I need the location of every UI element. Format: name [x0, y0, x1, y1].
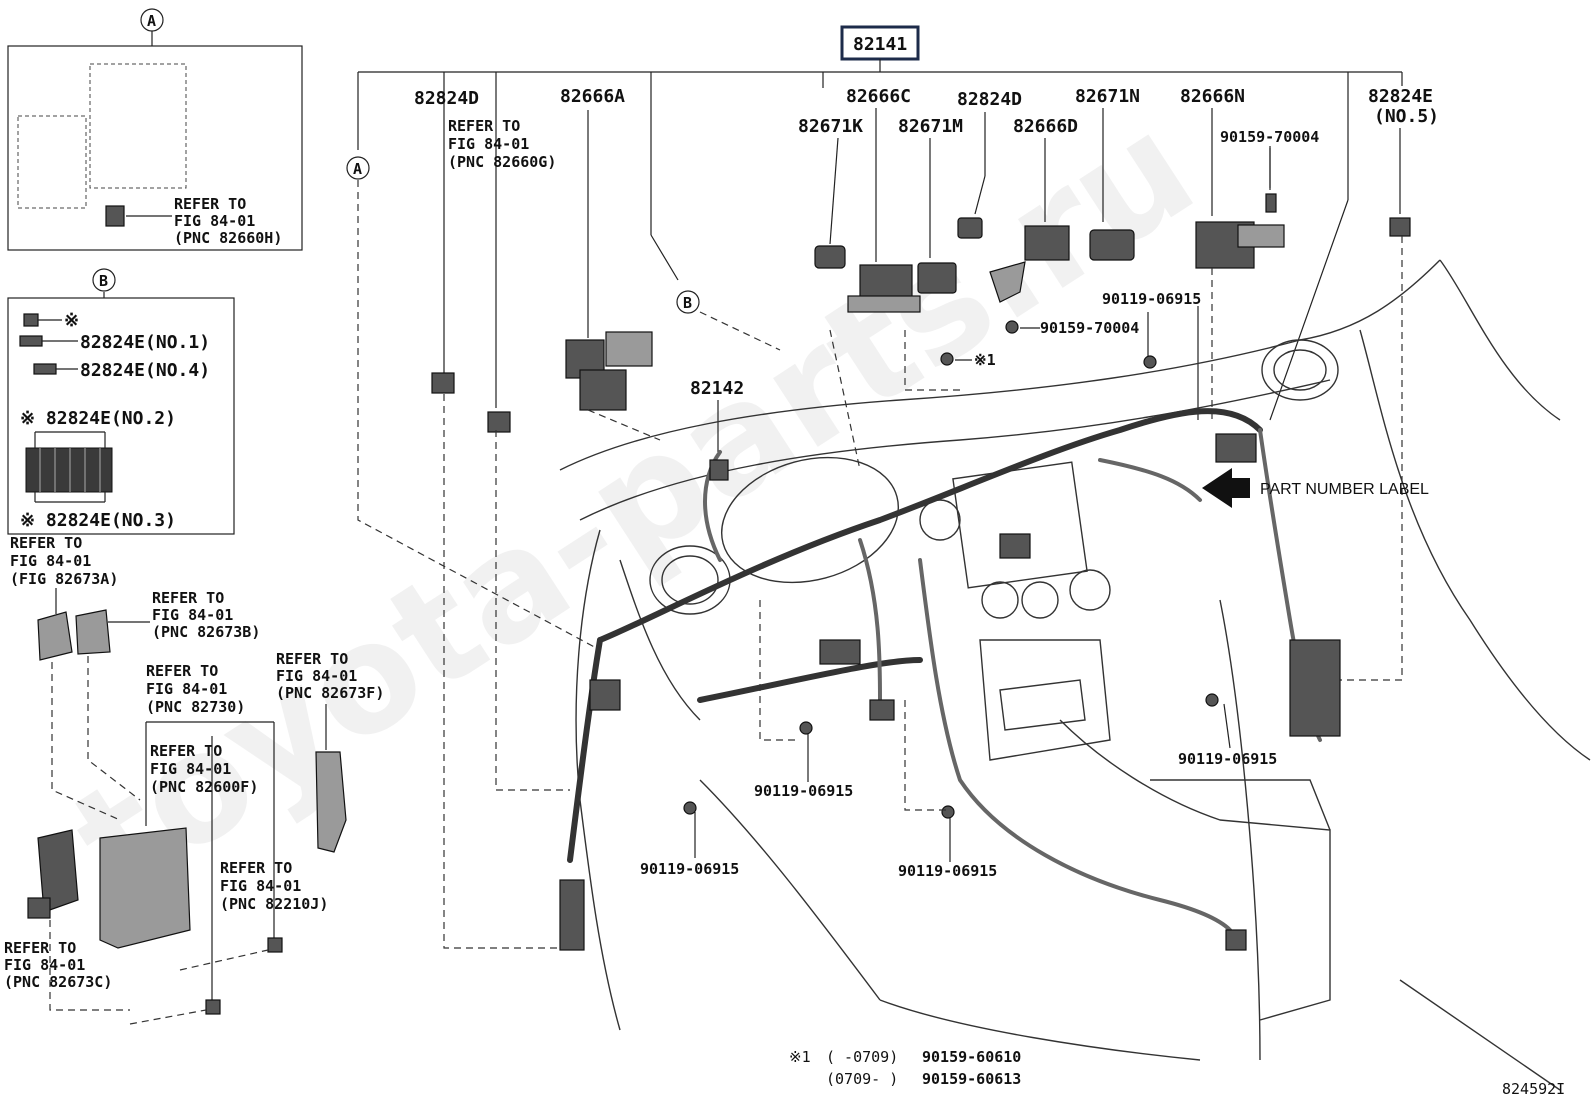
callout-82666d: 82666D: [1013, 116, 1078, 137]
svg-text:(PNC 82210J): (PNC 82210J): [220, 895, 328, 913]
main-part-bracket: [357, 25, 1403, 421]
figure-id: 824592I: [1502, 1080, 1565, 1098]
bolt-90119-06915-lower-left: 90119-06915: [640, 860, 739, 878]
svg-text:REFER TO: REFER TO: [220, 859, 292, 877]
left-side-refs: REFER TO FIG 84-01 (FIG 82673A) REFER TO…: [4, 534, 384, 1015]
part-number-label-arrow: [1202, 468, 1250, 508]
svg-text:(PNC 82730): (PNC 82730): [146, 698, 245, 716]
svg-text:FIG 84-01: FIG 84-01: [4, 956, 85, 974]
dashboard-body: [559, 259, 1591, 1091]
svg-text:REFER TO: REFER TO: [150, 742, 222, 760]
inset-a: A REFER TO FIG 84-01 (PNC 82660H): [7, 8, 303, 251]
bolt-90119-06915-center: 90119-06915: [754, 782, 853, 800]
callout-82142: 82142: [690, 378, 744, 399]
bolt-90119-06915-lower-center: 90119-06915: [898, 862, 997, 880]
svg-text:FIG 84-01: FIG 84-01: [174, 212, 255, 230]
top-connectors: [431, 193, 1411, 433]
part-number-label: PART NUMBER LABEL: [1260, 481, 1429, 498]
footnote-mark: ※1: [789, 1048, 811, 1066]
circle-label-b: B: [99, 272, 108, 290]
callout-82666n: 82666N: [1180, 86, 1245, 107]
svg-text:FIG 84-01: FIG 84-01: [448, 135, 529, 153]
svg-text:FIG 84-01: FIG 84-01: [10, 552, 91, 570]
callout-82666a: 82666A: [560, 86, 625, 107]
bolt-90159-70004-top: 90159-70004: [1220, 128, 1319, 146]
inset-b: B ※ 82824E(NO.1) 82824E(NO.4) ※ 82824E(N…: [7, 268, 235, 535]
svg-text:(PNC 82673C): (PNC 82673C): [4, 973, 112, 991]
svg-text:82824E(NO.4): 82824E(NO.4): [80, 360, 210, 381]
svg-text:(PNC 82673F): (PNC 82673F): [276, 684, 384, 702]
callout-82824e: 82824E: [1368, 86, 1433, 107]
svg-text:FIG 84-01: FIG 84-01: [146, 680, 227, 698]
callout-82671m: 82671M: [898, 116, 963, 137]
svg-text:REFER TO: REFER TO: [152, 589, 224, 607]
footnote-part-2: 90159-60613: [922, 1070, 1021, 1088]
callout-82824d-right: 82824D: [957, 89, 1022, 110]
footnote-range-2: (0709- ): [826, 1070, 898, 1088]
svg-text:(PNC 82600F): (PNC 82600F): [150, 778, 258, 796]
callout-82824d-left: 82824D: [414, 88, 479, 109]
svg-text:※ 82824E(NO.3): ※ 82824E(NO.3): [20, 510, 176, 531]
bolt-90119-06915-right: 90119-06915: [1178, 750, 1277, 768]
callout-82671k: 82671K: [798, 116, 863, 137]
callout-82671n: 82671N: [1075, 86, 1140, 107]
svg-text:REFER TO: REFER TO: [448, 117, 520, 135]
svg-text:REFER TO: REFER TO: [174, 195, 246, 213]
footnote: ※1 ( -0709) 90159-60610 (0709- ) 90159-6…: [789, 1048, 1021, 1088]
svg-text:(PNC 82660G): (PNC 82660G): [448, 153, 556, 171]
circle-label-a: A: [147, 12, 156, 30]
svg-text:(FIG 82673A): (FIG 82673A): [10, 570, 118, 588]
main-part-number: 82141: [853, 34, 907, 55]
svg-text:FIG 84-01: FIG 84-01: [150, 760, 231, 778]
circle-label-a-main: A: [353, 160, 362, 178]
callout-82666c: 82666C: [846, 86, 911, 107]
bolt-icons: [683, 148, 1271, 862]
footnote-part-1: 90159-60610: [922, 1048, 1021, 1066]
svg-text:REFER TO: REFER TO: [146, 662, 218, 680]
svg-text:※ 82824E(NO.2): ※ 82824E(NO.2): [20, 408, 176, 429]
svg-text:REFER TO: REFER TO: [4, 939, 76, 957]
svg-text:REFER TO: REFER TO: [276, 650, 348, 668]
svg-text:※: ※: [64, 310, 79, 331]
svg-text:REFER TO: REFER TO: [10, 534, 82, 552]
svg-text:82824E(NO.1): 82824E(NO.1): [80, 332, 210, 353]
svg-text:FIG 84-01: FIG 84-01: [220, 877, 301, 895]
note-mark-1: ※1: [974, 351, 996, 369]
svg-text:FIG 84-01: FIG 84-01: [152, 606, 233, 624]
bolt-90159-70004-mid: 90159-70004: [1040, 319, 1139, 337]
bolt-90119-06915-top: 90119-06915: [1102, 290, 1201, 308]
dashed-guides: A B: [49, 156, 1403, 1025]
wire-harness: [559, 408, 1341, 951]
svg-text:(PNC 82660H): (PNC 82660H): [174, 229, 282, 247]
svg-text:(PNC 82673B): (PNC 82673B): [152, 623, 260, 641]
circle-label-b-main: B: [683, 294, 692, 312]
footnote-range-1: ( -0709): [826, 1048, 898, 1066]
ref-82660g: REFER TO FIG 84-01 (PNC 82660G): [448, 117, 556, 171]
svg-text:FIG 84-01: FIG 84-01: [276, 667, 357, 685]
callout-82824e-no5: (NO.5): [1374, 106, 1439, 127]
